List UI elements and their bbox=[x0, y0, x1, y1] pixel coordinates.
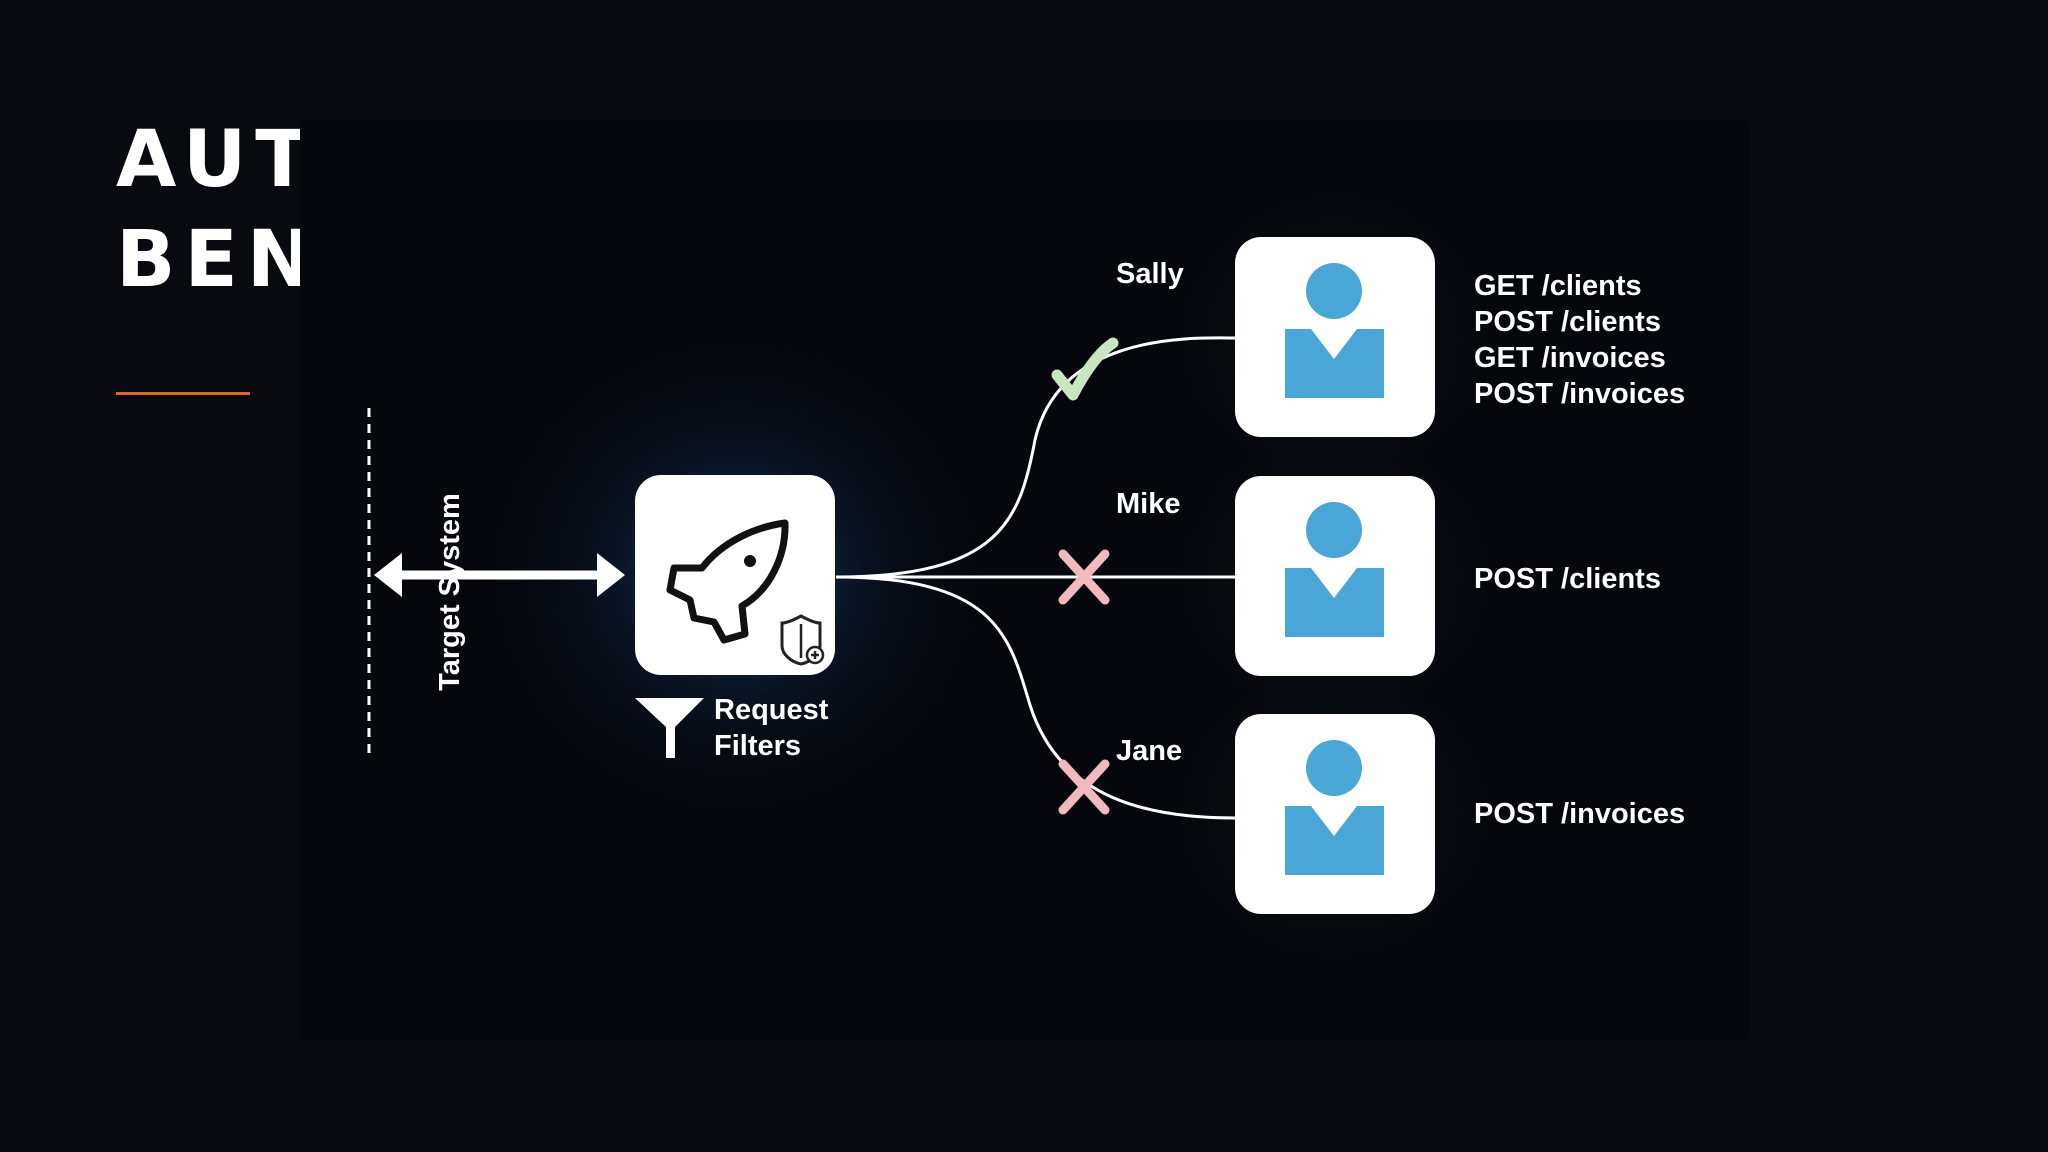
shield-plus-icon bbox=[780, 614, 825, 666]
title-accent-line bbox=[116, 392, 250, 395]
permission-item: GET /clients bbox=[1474, 270, 1642, 302]
user-name-sally: Sally bbox=[1116, 258, 1184, 290]
permissions-sally: GET /clients POST /clients GET /invoices… bbox=[1474, 268, 1685, 412]
rocket-icon bbox=[666, 519, 789, 644]
permission-item: POST /invoices bbox=[1474, 798, 1686, 830]
target-system-label: Target System bbox=[434, 493, 466, 691]
user-icon-body bbox=[1285, 806, 1384, 875]
x-icon bbox=[1058, 549, 1110, 605]
permission-item: POST /clients bbox=[1474, 306, 1661, 338]
user-tile-sally bbox=[1235, 237, 1435, 437]
user-icon-body bbox=[1285, 329, 1384, 398]
connection-sally bbox=[835, 336, 1236, 579]
filter-label-line-2: Filters bbox=[714, 730, 802, 762]
gateway-tile bbox=[635, 475, 835, 675]
permission-item: POST /clients bbox=[1474, 563, 1661, 595]
check-icon bbox=[1051, 337, 1119, 401]
x-icon bbox=[1058, 759, 1110, 815]
permissions-mike: POST /clients bbox=[1474, 561, 1661, 597]
user-name-mike: Mike bbox=[1116, 488, 1181, 520]
user-icon-head bbox=[1306, 502, 1362, 558]
connection-jane bbox=[835, 575, 1236, 820]
user-tile-jane bbox=[1235, 714, 1435, 914]
user-name-jane: Jane bbox=[1116, 735, 1183, 767]
user-icon-head bbox=[1306, 263, 1362, 319]
permission-item: POST /invoices bbox=[1474, 378, 1686, 410]
permissions-jane: POST /invoices bbox=[1474, 796, 1685, 832]
filter-label-line-1: Request bbox=[714, 694, 829, 726]
user-tile-mike bbox=[1235, 476, 1435, 676]
bidirectional-arrow bbox=[374, 553, 625, 597]
funnel-icon bbox=[635, 698, 704, 758]
user-icon-head bbox=[1306, 740, 1362, 796]
permission-item: GET /invoices bbox=[1474, 342, 1666, 374]
user-icon-body bbox=[1285, 568, 1384, 637]
